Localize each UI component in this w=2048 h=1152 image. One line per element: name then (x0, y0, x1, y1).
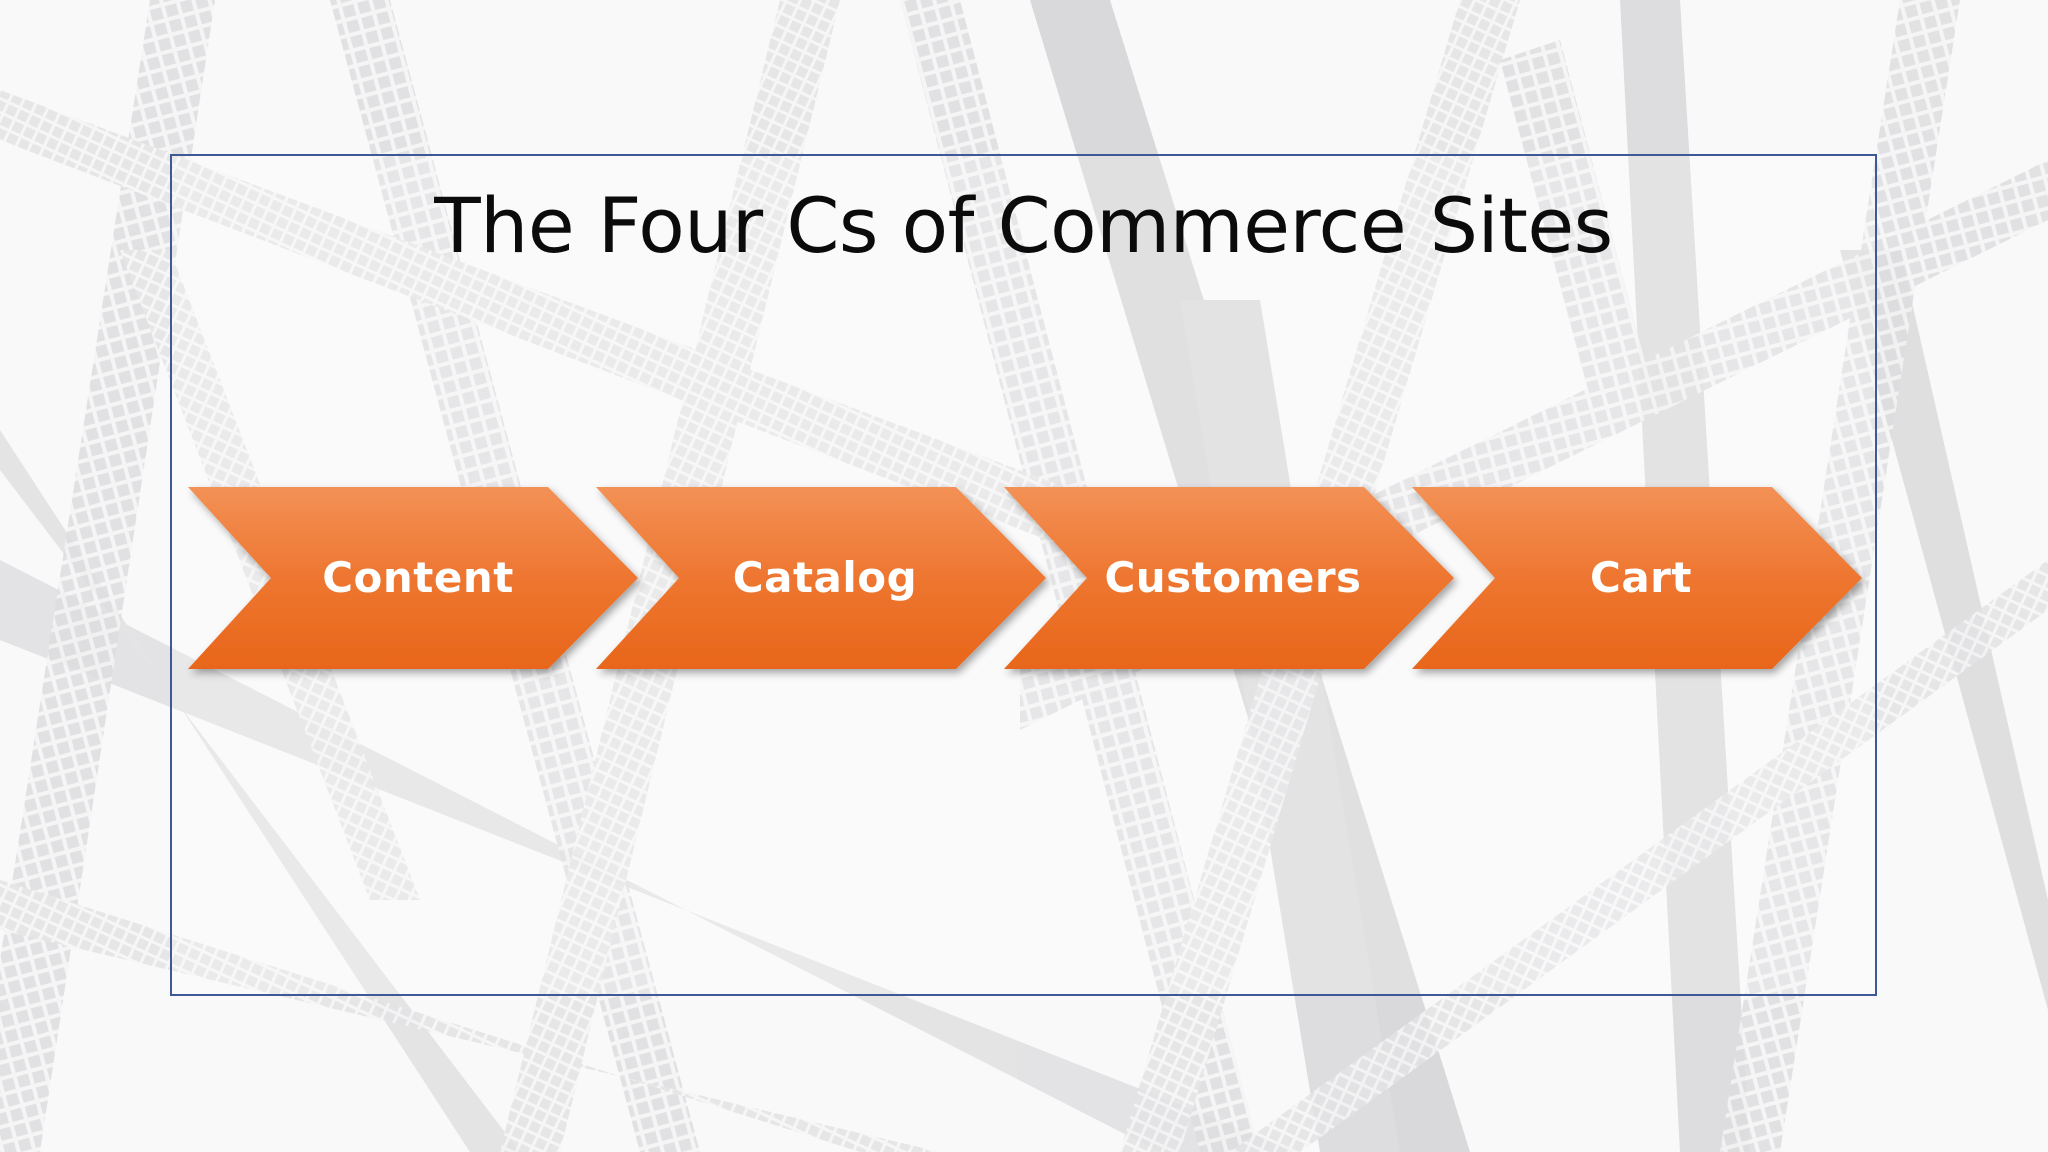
chevron-content (188, 487, 638, 669)
chevron-customers (1004, 487, 1454, 669)
chevron-label-catalog: Catalog (732, 553, 918, 602)
slide-title: The Four Cs of Commerce Sites (434, 181, 1613, 270)
chevron-label-customers: Customers (1104, 553, 1362, 602)
chevron-catalog (596, 487, 1046, 669)
chevron-cart (1412, 487, 1862, 669)
chevron-label-content: Content (322, 553, 514, 602)
chevron-label-cart: Cart (1590, 553, 1692, 602)
